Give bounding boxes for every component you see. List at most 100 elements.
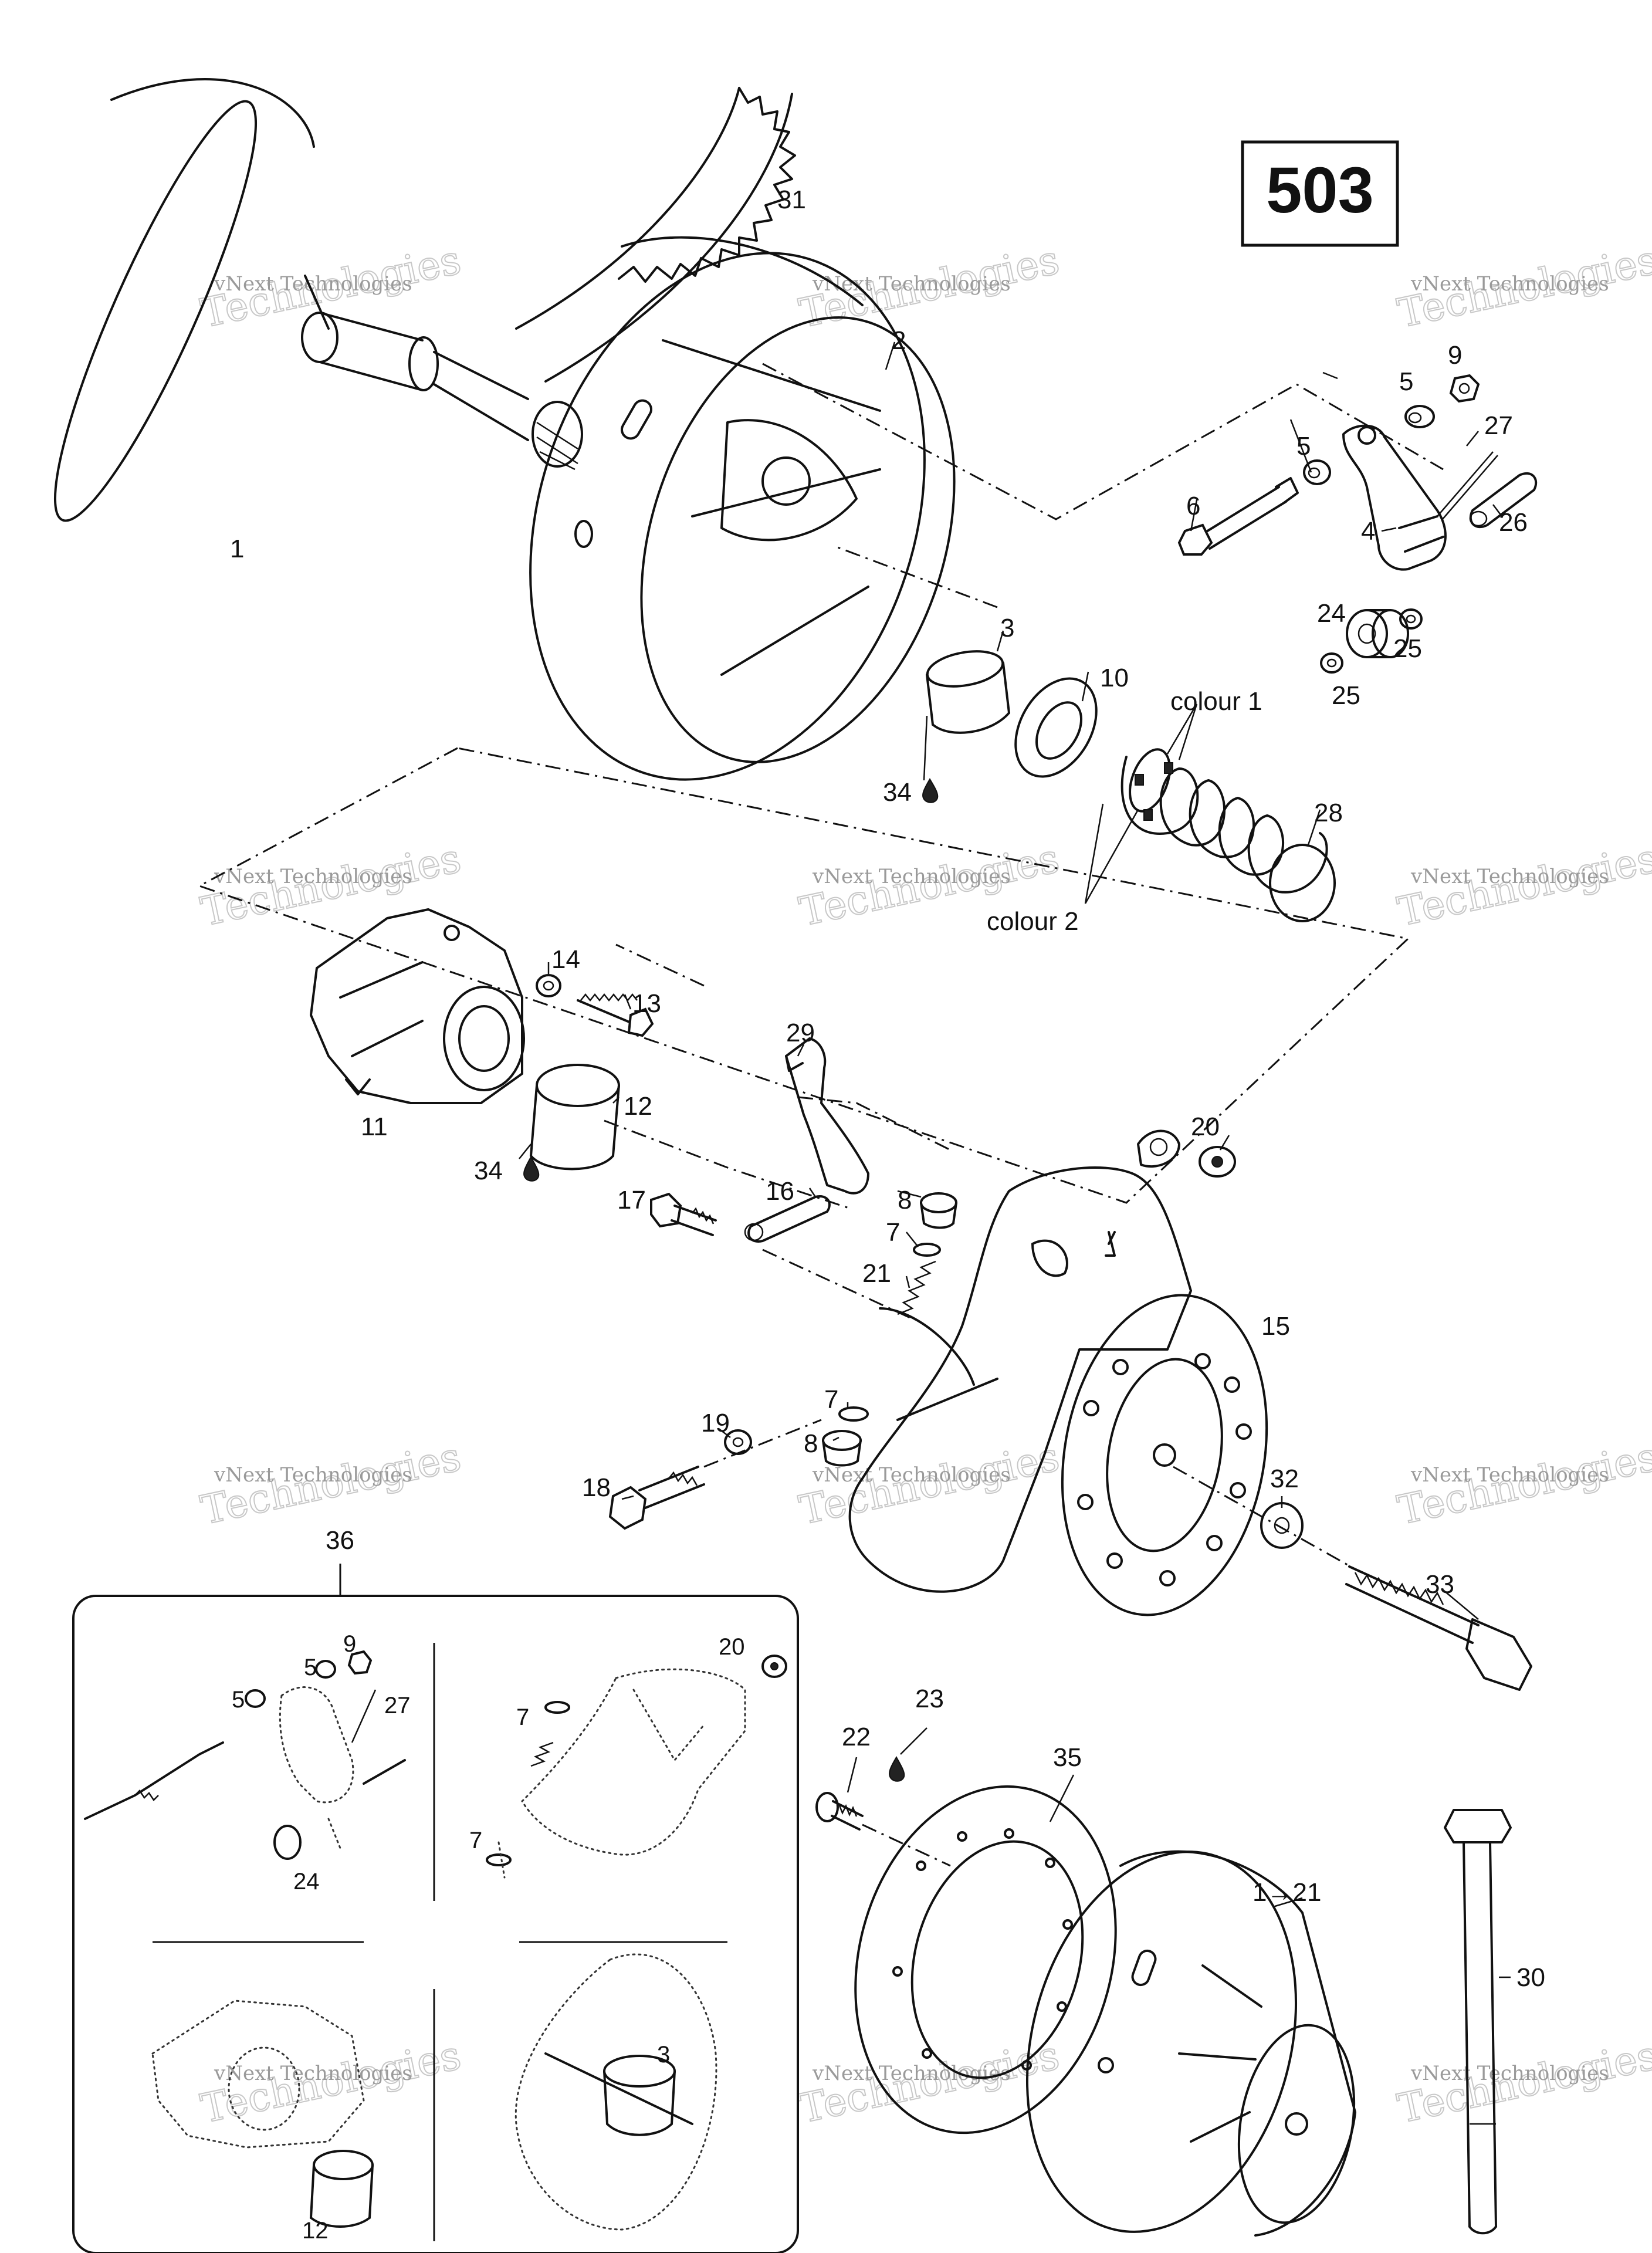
callout-33: 33 xyxy=(1426,1570,1454,1599)
callout-9: 9 xyxy=(1448,341,1462,370)
callout-21: 21 xyxy=(862,1259,891,1288)
callout-25-upper: 25 xyxy=(1393,634,1422,663)
callout-2: 2 xyxy=(892,326,906,355)
callout-labels: 1 2 3 4 5 5 6 7 7 8 8 9 10 11 12 13 14 1… xyxy=(230,185,1545,1992)
callout-1-to-21: 1→21 xyxy=(1252,1878,1321,1907)
inset-callout-3: 3 xyxy=(657,2042,670,2068)
part-32-washer xyxy=(1260,1502,1304,1549)
inset-callout-7-lower: 7 xyxy=(469,1828,482,1853)
callout-20: 20 xyxy=(1191,1112,1220,1141)
callout-23: 23 xyxy=(915,1684,944,1713)
part-20-nut xyxy=(1199,1146,1236,1178)
inset-cam-view xyxy=(151,2000,374,2228)
inset-lever-view xyxy=(84,1650,406,1860)
callout-7-upper: 7 xyxy=(886,1218,900,1247)
watermark-12: vNext Technologies xyxy=(1410,2062,1609,2085)
part-3-bushing xyxy=(926,650,1010,734)
part-27-cotter-pin xyxy=(1437,451,1498,520)
callout-25-lower: 25 xyxy=(1332,681,1360,710)
callout-13: 13 xyxy=(632,989,661,1018)
part-7-clip-lower xyxy=(838,1406,869,1422)
assembly-outline-lower xyxy=(197,747,1410,1204)
assembly-outline-upper xyxy=(762,363,1444,520)
inset-callout-7-upper: 7 xyxy=(516,1704,529,1730)
callout-4: 4 xyxy=(1361,517,1375,546)
callout-26: 26 xyxy=(1499,508,1528,537)
part-29-ramp xyxy=(785,1037,869,1195)
inset-housing-view xyxy=(486,1655,787,1879)
callout-10: 10 xyxy=(1100,664,1129,692)
part-14-washer xyxy=(536,974,561,997)
callout-15: 15 xyxy=(1261,1312,1290,1341)
part-9-nut xyxy=(1449,374,1480,403)
inset-callout-labels: 5 5 9 27 24 20 7 7 3 12 xyxy=(232,1631,745,2244)
part-4-lever xyxy=(1342,424,1447,571)
callout-5-lower: 5 xyxy=(1296,432,1311,461)
callout-29: 29 xyxy=(786,1019,815,1047)
callout-14: 14 xyxy=(551,945,580,974)
page-number: 503 xyxy=(1266,154,1374,226)
callout-1: 1 xyxy=(230,535,244,563)
part-23-grease-drop xyxy=(889,1755,905,1782)
part-15-housing xyxy=(848,1129,1268,1616)
watermark-4: vNext Technologies xyxy=(214,865,412,888)
part-7-clip-upper xyxy=(913,1243,941,1257)
callout-12: 12 xyxy=(624,1092,652,1121)
part-22-screw xyxy=(815,1792,864,1831)
callout-7-lower: 7 xyxy=(824,1385,838,1414)
callout-3: 3 xyxy=(1000,614,1014,642)
part-31-belt xyxy=(515,87,796,383)
watermark-8: vNext Technologies xyxy=(812,1463,1011,1487)
callout-11: 11 xyxy=(361,1112,388,1141)
callout-5-upper: 5 xyxy=(1399,367,1413,396)
part-17-bolt xyxy=(650,1192,717,1236)
part-21-spring xyxy=(897,1260,936,1315)
inset-callout-20: 20 xyxy=(719,1634,745,1660)
callout-28: 28 xyxy=(1314,799,1343,827)
watermark-2: vNext Technologies xyxy=(812,272,1011,296)
note-colour-2: colour 2 xyxy=(987,907,1079,936)
inset-callout-12: 12 xyxy=(302,2218,329,2244)
watermark-6: vNext Technologies xyxy=(1410,865,1609,888)
inset-callout-5-left: 5 xyxy=(232,1687,245,1713)
note-colour-1: colour 1 xyxy=(1170,687,1262,716)
part-34-grease-drop-lower xyxy=(523,1155,540,1182)
part-35-cover xyxy=(854,1785,1117,2134)
part-11-cam xyxy=(310,908,525,1104)
part-26-pin xyxy=(1469,472,1538,529)
callout-27: 27 xyxy=(1484,411,1513,440)
watermark-9: vNext Technologies xyxy=(1410,1463,1609,1487)
callout-8-upper: 8 xyxy=(898,1186,912,1215)
part-30-bolt xyxy=(1444,1809,1512,2235)
part-25-washer-right xyxy=(1399,608,1423,630)
leader-lines xyxy=(519,341,1511,1978)
watermark-7: vNext Technologies xyxy=(214,1463,412,1487)
part-25-washer-left xyxy=(1320,652,1343,674)
axis-lines xyxy=(604,544,1362,1867)
part-13-screw xyxy=(577,993,654,1037)
watermark-3: vNext Technologies xyxy=(1410,272,1609,296)
watermark-10: vNext Technologies xyxy=(214,2062,412,2085)
part-33-bolt xyxy=(1345,1565,1532,1691)
callout-36: 36 xyxy=(326,1526,354,1555)
callout-18: 18 xyxy=(582,1473,611,1502)
inset-callout-9: 9 xyxy=(343,1631,356,1657)
callout-34-upper: 34 xyxy=(883,778,912,807)
part-10-washer xyxy=(1014,677,1098,778)
callout-31: 31 xyxy=(777,185,806,214)
page-number-box: 503 xyxy=(1241,140,1399,247)
part-18-bolt xyxy=(608,1466,705,1530)
part-16-pin xyxy=(744,1195,831,1243)
watermark-5: vNext Technologies xyxy=(812,865,1011,888)
callout-22: 22 xyxy=(842,1723,871,1751)
callout-30: 30 xyxy=(1516,1963,1545,1992)
callout-19: 19 xyxy=(701,1409,730,1437)
part-24-roller xyxy=(1346,609,1409,658)
callout-24: 24 xyxy=(1317,599,1346,628)
inset-callout-5-right: 5 xyxy=(304,1655,317,1680)
callout-8-lower: 8 xyxy=(804,1429,818,1458)
inset-36: 5 5 9 27 24 20 7 7 3 12 xyxy=(72,1564,799,2253)
part-6-bolt xyxy=(1177,477,1299,556)
assembly-1-to-21 xyxy=(1025,1850,1356,2237)
